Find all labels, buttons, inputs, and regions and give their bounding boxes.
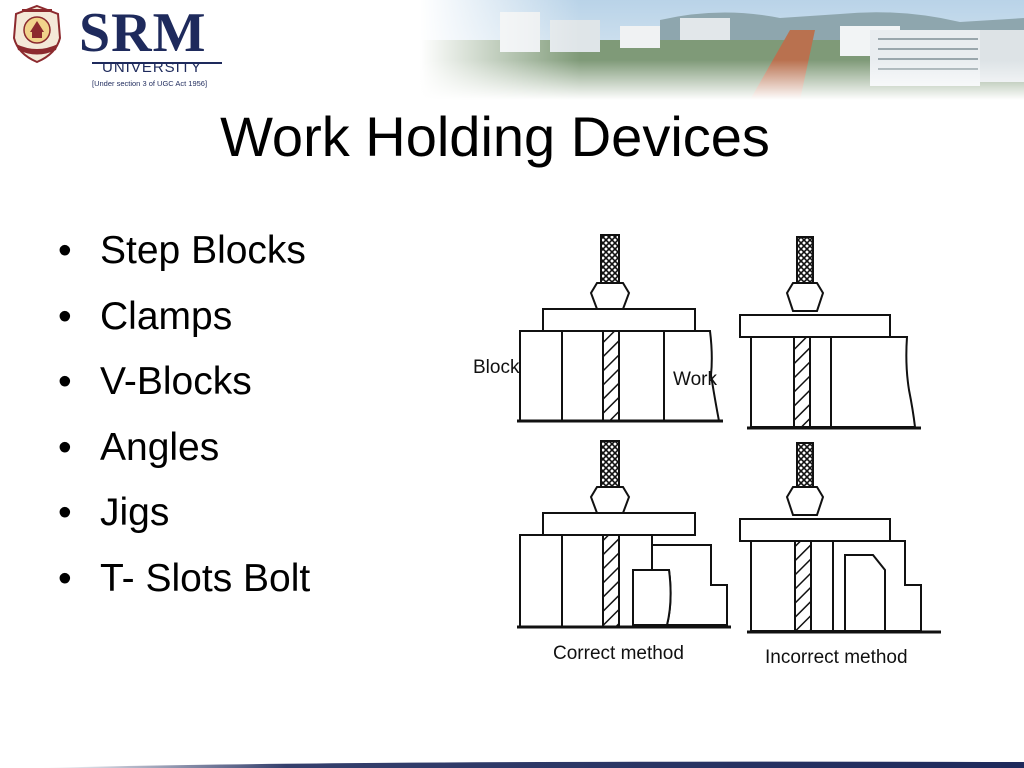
logo-wordmark: SRM xyxy=(79,2,207,64)
bullet-icon: • xyxy=(58,229,72,272)
list-item: • Jigs xyxy=(58,480,310,546)
list-item: • T- Slots Bolt xyxy=(58,546,310,612)
bullet-icon: • xyxy=(58,556,72,600)
bullet-icon: • xyxy=(58,491,72,534)
label-work: Work xyxy=(673,369,717,390)
clamping-diagram: Block Work Correct method Incorrect meth… xyxy=(473,234,941,668)
diagram-bottom-right xyxy=(739,442,941,634)
header-banner: SRM UNIVERSITY [Under section 3 of UGC A… xyxy=(0,0,1024,100)
logo-tagline: [Under section 3 of UGC Act 1956] xyxy=(92,79,208,88)
bullet-icon: • xyxy=(58,360,72,403)
list-item-text: T- Slots Bolt xyxy=(100,556,311,600)
list-item-text: Clamps xyxy=(100,294,233,338)
university-seal-icon xyxy=(12,4,62,64)
list-item-text: Angles xyxy=(100,425,220,469)
diagram-top-right xyxy=(739,236,921,430)
label-block: Block xyxy=(473,357,520,378)
list-item: • Clamps xyxy=(58,284,310,350)
page-title: Work Holding Devices xyxy=(220,105,770,168)
list-item-text: Jigs xyxy=(100,491,170,534)
logo-divider xyxy=(92,62,222,64)
logo-subname: UNIVERSITY xyxy=(102,59,203,76)
diagram-top-left xyxy=(517,234,723,423)
campus-photo xyxy=(420,0,1024,100)
list-item: • V-Blocks xyxy=(58,349,310,415)
diagram-bottom-left xyxy=(517,440,731,629)
label-correct-method: Correct method xyxy=(553,643,684,664)
list-item: • Step Blocks xyxy=(58,218,310,284)
list-item-text: V-Blocks xyxy=(100,360,252,403)
list-item-text: Step Blocks xyxy=(100,229,306,272)
list-item: • Angles xyxy=(58,415,310,481)
bullet-icon: • xyxy=(58,294,72,338)
bullet-list: • Step Blocks • Clamps • V-Blocks • Angles •… xyxy=(58,218,310,611)
footer-line xyxy=(40,761,1024,768)
label-incorrect-method: Incorrect method xyxy=(765,647,908,668)
bullet-icon: • xyxy=(58,425,72,469)
